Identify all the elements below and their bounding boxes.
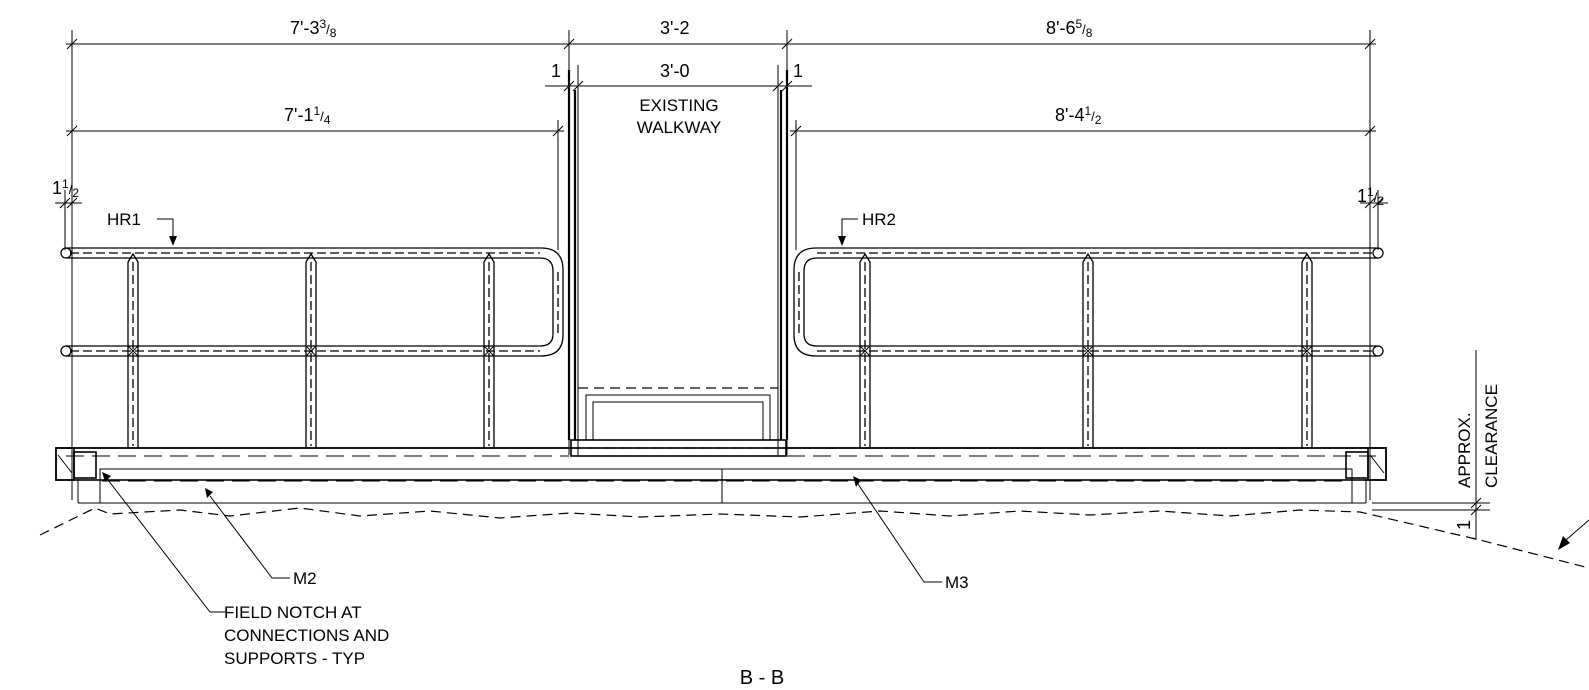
existing-walkway: EXISTING WALKWAY [567, 70, 789, 457]
handrail-hr2 [793, 247, 1384, 448]
section-title: B - B [740, 667, 784, 689]
walkway-label-line2: WALKWAY [637, 118, 721, 137]
platform-beams [55, 447, 1387, 504]
label-m2: M2 [293, 569, 317, 588]
label-field-notch-line3: SUPPORTS - TYP [224, 649, 365, 668]
dim-left-end: 11/2 [52, 177, 79, 200]
dim-left-inner: 7'-11/4 [284, 104, 331, 127]
leaders: HR1 HR2 M2 M3 FIELD NOTCH AT CONNECTIONS… [102, 210, 1589, 668]
handrail-hr1 [60, 247, 564, 448]
label-field-notch-line2: CONNECTIONS AND [224, 626, 389, 645]
dim-center-overall: 3'-2 [660, 18, 689, 38]
dim-left-overall: 7'-33/8 [290, 17, 337, 40]
dim-left-gap: 1 [551, 61, 561, 81]
dimension-text: 7'-33/8 3'-2 8'-65/8 1 3'-0 1 7'-11/4 8'… [52, 17, 1474, 530]
label-clearance-line1: APPROX. [1455, 412, 1474, 488]
walkway-label-line1: EXISTING [639, 96, 718, 115]
label-hr1: HR1 [107, 210, 141, 229]
label-m3: M3 [945, 573, 969, 592]
dim-right-end: 11/2 [1357, 185, 1384, 208]
label-field-notch-line1: FIELD NOTCH AT [224, 603, 362, 622]
label-hr2: HR2 [862, 210, 896, 229]
label-clearance-line2: CLEARANCE [1482, 384, 1501, 488]
dim-right-gap: 1 [793, 61, 803, 81]
dim-center-inner: 3'-0 [660, 61, 689, 81]
ground-line [39, 507, 1589, 569]
dim-right-inner: 8'-41/2 [1055, 104, 1102, 127]
dim-right-overall: 8'-65/8 [1046, 17, 1093, 40]
dim-clearance: 1 [1454, 520, 1474, 530]
dimension-lines [55, 30, 1490, 540]
